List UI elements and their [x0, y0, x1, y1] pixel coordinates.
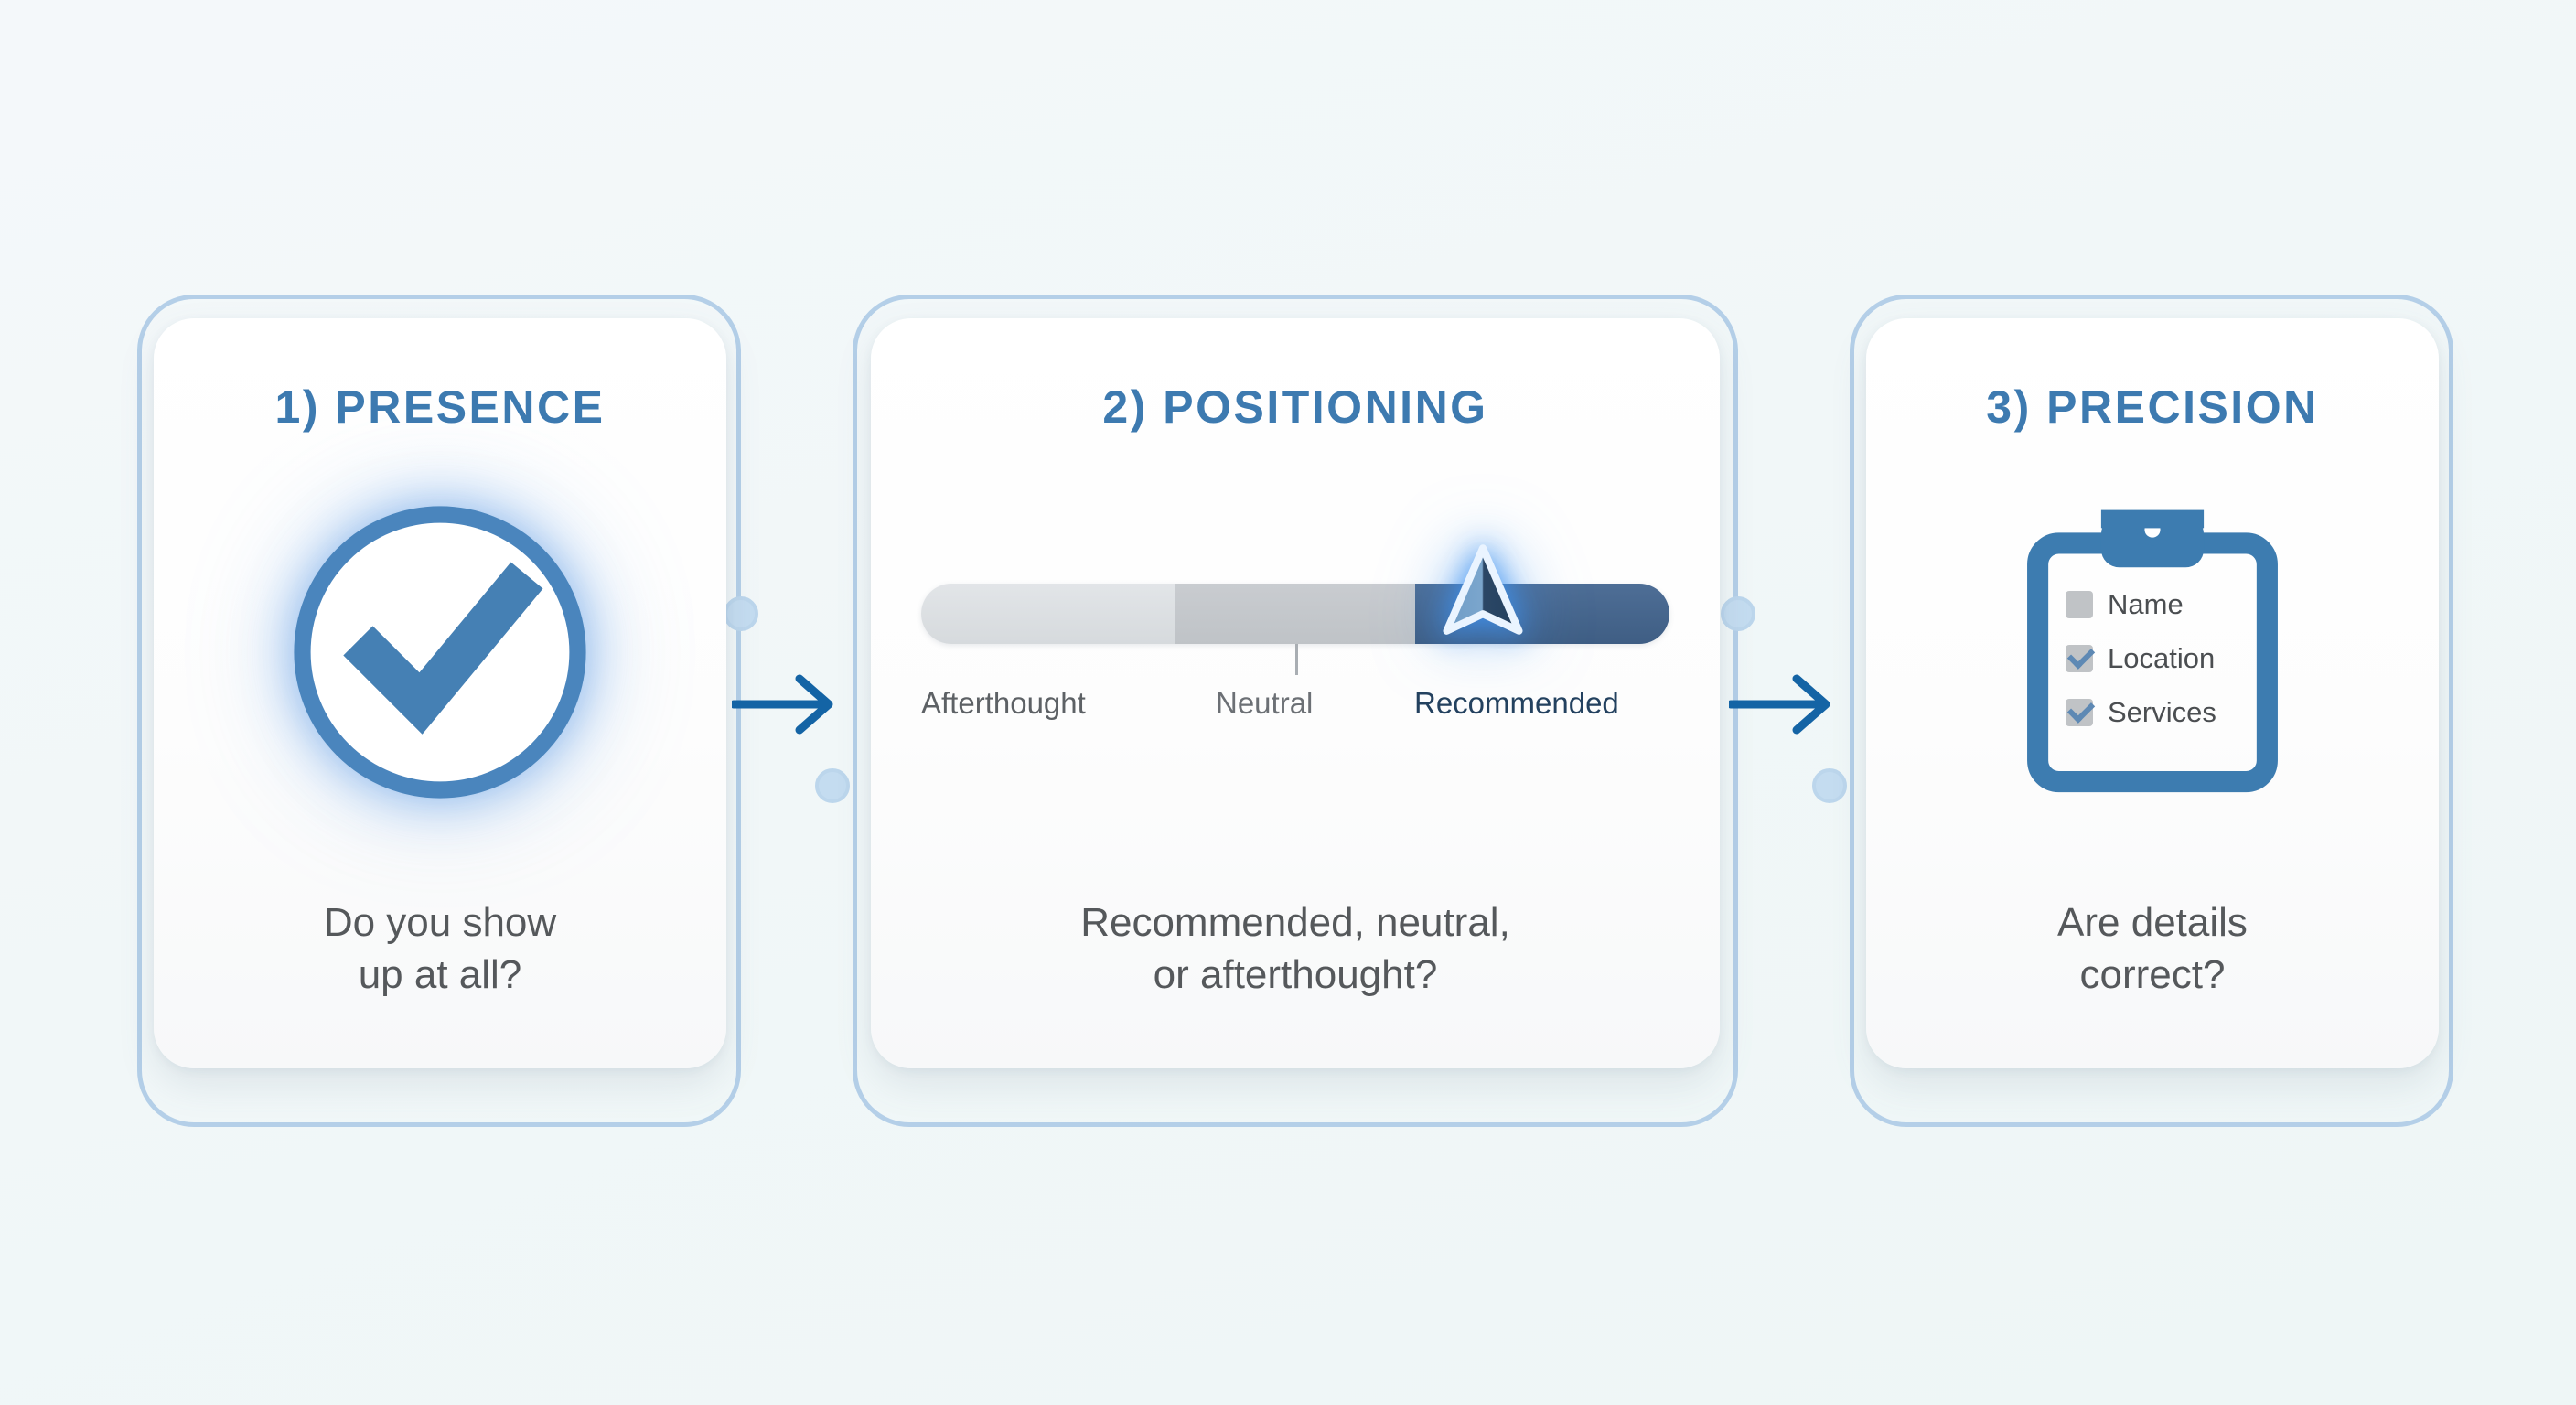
step-3-caption-line1: Are details	[2057, 900, 2248, 946]
step-card-precision[interactable]: 3) PRECISION Name Locat	[1866, 318, 2439, 1068]
step-frame-2	[853, 295, 1738, 1127]
connector-dot-1a	[724, 596, 758, 631]
slider-labels: Afterthought Neutral Recommended	[921, 686, 1669, 728]
checklist-item[interactable]: Services	[2066, 696, 2276, 729]
slider-segment-afterthought[interactable]	[921, 583, 1175, 644]
slider-segment-neutral[interactable]	[1175, 583, 1415, 644]
checklist-label-services: Services	[2108, 695, 2216, 728]
checkbox-name-icon[interactable]	[2066, 590, 2093, 618]
clipboard-icon: Name Location Services	[2002, 504, 2303, 806]
clipboard-checklist[interactable]: Name Location Services	[2066, 588, 2276, 729]
step-3-caption: Are details correct?	[2030, 897, 2275, 1001]
slider-label-neutral: Neutral	[1216, 685, 1314, 720]
check-circle-icon	[280, 492, 600, 812]
slider-track[interactable]	[921, 543, 1669, 675]
step-card-presence[interactable]: 1) PRESENCE Do you show up at all?	[154, 318, 726, 1068]
checkbox-location-icon[interactable]	[2066, 644, 2093, 672]
arrow-right-icon-1	[729, 668, 851, 741]
step-1-caption-line1: Do you show	[323, 900, 557, 946]
connector-dot-2a	[1721, 596, 1755, 631]
step-frame-1	[137, 295, 741, 1127]
connector-dot-1b	[815, 768, 850, 803]
navigation-arrow-icon[interactable]	[1430, 540, 1536, 646]
step-1-caption: Do you show up at all?	[296, 897, 584, 1001]
checklist-label-location: Location	[2108, 641, 2216, 674]
positioning-slider[interactable]: Afterthought Neutral Recommended	[871, 543, 1720, 728]
checklist-item[interactable]: Name	[2066, 588, 2276, 621]
checklist-item[interactable]: Location	[2066, 642, 2276, 675]
step-1-caption-line2: up at all?	[358, 951, 522, 997]
slider-label-recommended: Recommended	[1414, 685, 1619, 720]
step-2-visual: Afterthought Neutral Recommended	[871, 434, 1720, 897]
step-2-caption-line2: or afterthought?	[1153, 951, 1438, 997]
step-frame-3	[1850, 295, 2453, 1127]
step-card-positioning[interactable]: 2) POSITIONING	[871, 318, 1720, 1068]
step-3-visual: Name Location Services	[1866, 434, 2439, 897]
step-3-title: 3) PRECISION	[1986, 381, 2319, 433]
step-2-caption-line1: Recommended, neutral,	[1080, 900, 1510, 946]
slider-tick-neutral	[1295, 643, 1298, 675]
step-1-title: 1) PRESENCE	[274, 381, 606, 433]
connector-dot-2b	[1812, 768, 1847, 803]
checklist-label-name: Name	[2108, 587, 2184, 620]
step-2-caption: Recommended, neutral, or afterthought?	[1053, 897, 1538, 1001]
step-3-caption-line2: correct?	[2079, 951, 2226, 997]
step-1-visual	[154, 434, 726, 897]
arrow-right-icon-2	[1726, 668, 1848, 741]
slider-label-afterthought: Afterthought	[921, 685, 1086, 720]
checkbox-services-icon[interactable]	[2066, 698, 2093, 726]
step-2-title: 2) POSITIONING	[1102, 381, 1488, 433]
